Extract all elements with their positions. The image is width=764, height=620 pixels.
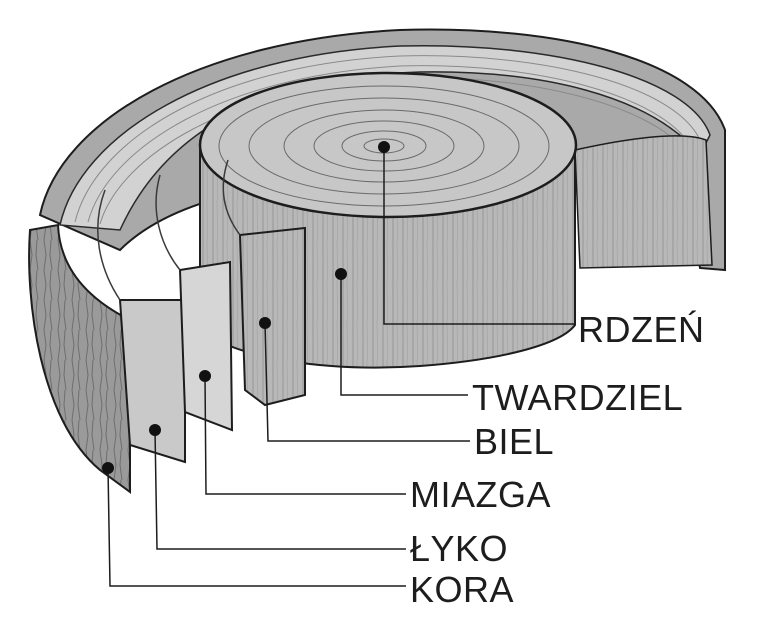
leader-lyko — [154, 429, 406, 550]
dot-kora — [102, 462, 114, 474]
sapwood-side-right — [574, 135, 713, 269]
sapwood-layer — [238, 226, 306, 407]
heartwood-rings — [218, 85, 550, 207]
dot-lyko — [149, 424, 161, 436]
leader-lines — [107, 147, 574, 587]
phloem-layer — [118, 299, 186, 464]
leader-twardziel — [340, 274, 468, 396]
dot-twardziel — [335, 268, 347, 280]
label-twardziel: TWARDZIEL — [472, 377, 684, 418]
dot-rdzen — [378, 141, 390, 153]
dot-biel — [259, 317, 271, 329]
leader-dots — [102, 141, 390, 474]
leader-miazga — [204, 375, 406, 495]
leader-biel — [264, 322, 470, 442]
label-lyko: ŁYKO — [410, 528, 509, 569]
leader-rdzen — [383, 147, 574, 325]
leader-kora — [107, 467, 406, 587]
cambium-layer — [178, 260, 234, 432]
label-biel: BIEL — [474, 421, 555, 462]
layer-top-curves — [97, 159, 241, 301]
dot-miazga — [199, 370, 211, 382]
bark-layer — [28, 223, 131, 494]
label-miazga: MIAZGA — [410, 474, 552, 515]
label-kora: KORA — [410, 569, 515, 610]
label-rdzen: RDZEŃ — [578, 309, 705, 350]
